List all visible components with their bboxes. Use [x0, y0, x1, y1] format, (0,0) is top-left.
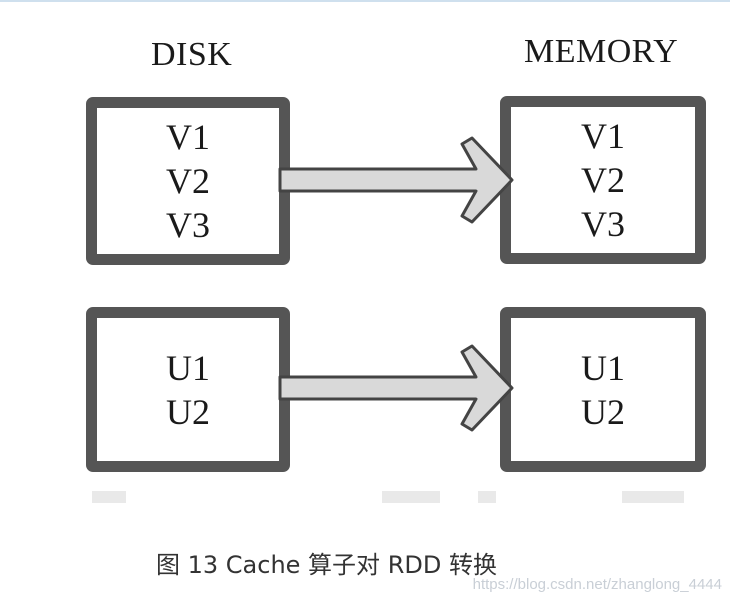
cache-arrow-icon [278, 136, 514, 224]
memory-u1-label: U1 [581, 347, 625, 388]
disk-v2-label: V2 [166, 161, 210, 201]
disk-v3-label: V3 [166, 205, 210, 245]
memory-v-partition-box: V1 V2 V3 [500, 96, 706, 264]
disk-u-partition-box: U1 U2 [86, 307, 290, 472]
disk-v1-label: V1 [166, 117, 210, 157]
disk-v-partition-box: V1 V2 V3 [86, 97, 290, 265]
memory-heading: MEMORY [524, 33, 679, 70]
disk-heading: DISK [151, 36, 233, 73]
disk-u2-label: U2 [166, 391, 210, 432]
memory-v1-label: V1 [581, 116, 625, 156]
cropped-original-caption [0, 491, 730, 503]
watermark: https://blog.csdn.net/zhanglong_4444 [472, 576, 722, 593]
figure-caption: 图 13 Cache 算子对 RDD 转换 [156, 551, 497, 579]
memory-v3-label: V3 [581, 204, 625, 244]
memory-v2-label: V2 [581, 160, 625, 200]
top-divider [0, 0, 730, 2]
memory-u2-label: U2 [581, 391, 625, 432]
disk-u1-label: U1 [166, 347, 210, 388]
memory-u-partition-box: U1 U2 [500, 307, 706, 472]
cache-arrow-icon [278, 344, 514, 432]
